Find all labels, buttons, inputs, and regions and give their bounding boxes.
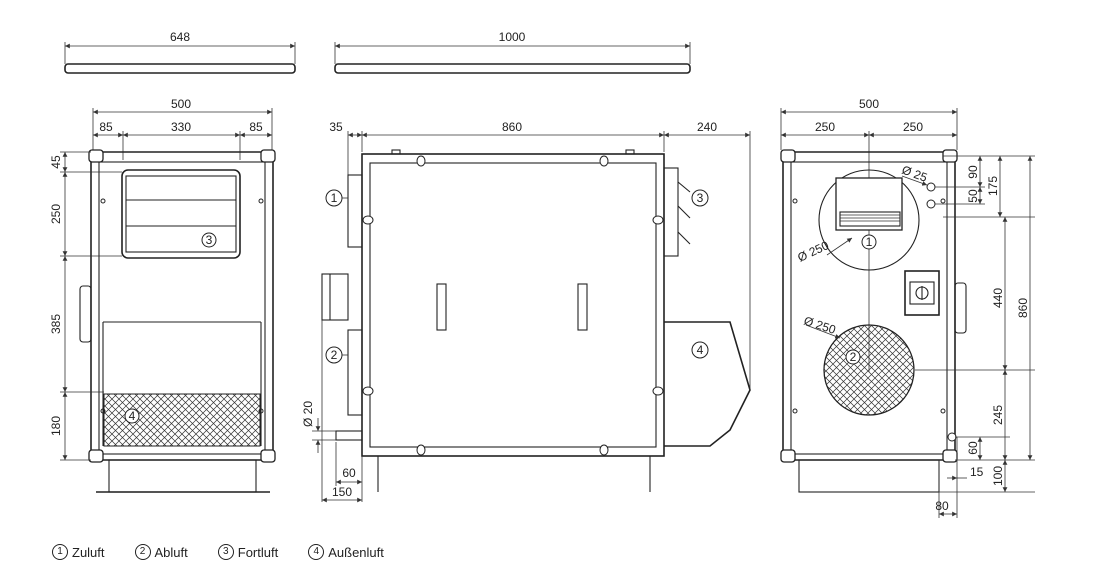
legend-label: Zuluft <box>72 544 105 560</box>
side-dim-150: 150 <box>332 485 352 499</box>
svg-text:3: 3 <box>206 233 213 247</box>
back-dim-50: 50 <box>966 189 980 203</box>
legend-number: 4 <box>308 544 325 560</box>
front-grille <box>121 169 241 259</box>
legend-number: 1 <box>52 544 68 560</box>
back-dim-100: 100 <box>991 466 1005 486</box>
back-switch <box>904 270 940 316</box>
front-dim-330: 330 <box>171 120 191 134</box>
plate-side <box>334 63 691 74</box>
front-dim-500: 500 <box>171 97 191 111</box>
side-marker-2: 2 <box>331 348 338 362</box>
side-view: 35 860 240 1 <box>301 120 751 503</box>
legend-item-fortluft: 3 Fortluft <box>217 544 279 560</box>
front-marker-4 <box>124 408 140 424</box>
svg-text:4: 4 <box>129 409 136 423</box>
back-dim-860: 860 <box>1016 298 1030 318</box>
side-marker-4: 4 <box>697 343 704 357</box>
back-dim-60: 60 <box>966 441 980 455</box>
legend-label: Abluft <box>154 544 188 560</box>
side-housing <box>361 153 665 457</box>
legend-item-zuluft: 1 Zuluft <box>52 544 105 560</box>
back-dim-90: 90 <box>966 165 980 179</box>
side-dim-35: 35 <box>329 120 343 134</box>
legend-item-aussenluft: 4 Außenluft <box>308 544 384 560</box>
back-view: 500 250 250 1 Ø 25 <box>780 97 1035 518</box>
back-marker-1: 1 <box>866 235 873 249</box>
front-dim-385: 385 <box>49 314 63 334</box>
back-dim-440: 440 <box>991 288 1005 308</box>
side-dim-60: 60 <box>342 466 356 480</box>
front-view: 500 85 330 85 3 <box>49 97 276 493</box>
back-dim-d25: Ø 25 <box>900 163 930 185</box>
legend-item-abluft: 2 Abluft <box>134 544 188 560</box>
top-plate-front: 648 <box>64 30 296 74</box>
front-dim-250: 250 <box>49 204 63 224</box>
dim-648: 648 <box>170 30 190 44</box>
legend-label: Außenluft <box>328 544 384 560</box>
plate-front <box>64 63 296 74</box>
legend-label: Fortluft <box>237 544 279 560</box>
back-dim-245: 245 <box>991 405 1005 425</box>
back-dim-d250b: Ø 250 <box>802 314 838 338</box>
legend-number: 2 <box>134 544 151 560</box>
back-dim-175: 175 <box>986 176 1000 196</box>
back-dim-d250a: Ø 250 <box>795 238 831 265</box>
back-extract-duct <box>823 324 915 416</box>
legend-number: 3 <box>217 544 234 560</box>
front-dim-180: 180 <box>49 416 63 436</box>
side-dim-240: 240 <box>697 120 717 134</box>
dim-1000: 1000 <box>499 30 526 44</box>
front-marker-3 <box>201 232 217 248</box>
front-dim-85a: 85 <box>99 120 113 134</box>
back-dim-80: 80 <box>935 499 949 513</box>
top-plate-side: 1000 <box>334 30 691 74</box>
side-dim-d20: Ø 20 <box>301 401 315 427</box>
front-dim-85b: 85 <box>249 120 263 134</box>
side-marker-1: 1 <box>331 191 338 205</box>
side-dim-860: 860 <box>502 120 522 134</box>
front-dim-45: 45 <box>49 155 63 169</box>
back-dim-250a: 250 <box>815 120 835 134</box>
side-outside-air-hood <box>664 321 751 447</box>
back-dim-500: 500 <box>859 97 879 111</box>
side-marker-3: 3 <box>697 191 704 205</box>
back-marker-2: 2 <box>850 350 857 364</box>
back-dim-15: 15 <box>970 465 984 479</box>
legend: 1 Zuluft 2 Abluft 3 Fortluft 4 Außenluft <box>52 544 384 560</box>
back-dim-250b: 250 <box>903 120 923 134</box>
back-supply-duct <box>818 169 920 271</box>
